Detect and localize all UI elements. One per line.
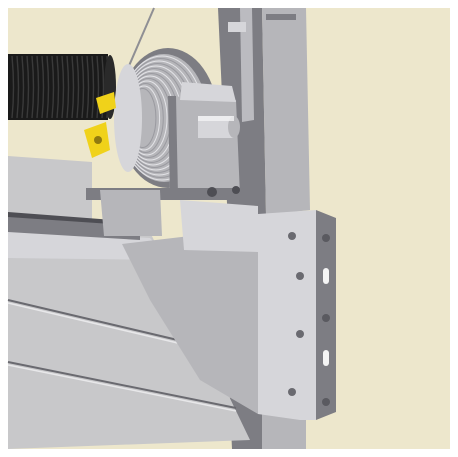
panel-groove [7, 361, 237, 409]
slot-hole [323, 350, 329, 366]
spring-clip [84, 92, 116, 158]
bolt-head [296, 272, 304, 280]
spring-coil [46, 55, 50, 119]
spring-coil [26, 55, 30, 119]
spring-coil [76, 55, 80, 119]
spring-coil [51, 55, 55, 119]
spring-coil [66, 55, 70, 119]
spring-coil [56, 55, 60, 119]
bolt-head [296, 330, 304, 338]
bolt-head [322, 234, 330, 242]
panel-groove-highlight [7, 364, 237, 412]
spring-coil [21, 55, 25, 119]
spring-coil [71, 55, 75, 119]
spring-coil [36, 55, 40, 119]
bolt-head [288, 232, 296, 240]
bolt-head [322, 398, 330, 406]
bolt-head [322, 314, 330, 322]
spring-coil [81, 55, 85, 119]
spring-coil [61, 55, 65, 119]
shaft [198, 116, 240, 138]
spring-coil [31, 55, 35, 119]
spring-coil [41, 55, 45, 119]
spring-coil [96, 55, 100, 119]
bolt-head [288, 388, 296, 396]
slot-hole [323, 268, 329, 284]
spring-coil [91, 55, 95, 119]
spring-coil [86, 55, 90, 119]
mounting-angle-plate [122, 200, 336, 420]
spring-coil [16, 55, 20, 119]
spring-coil [11, 55, 15, 119]
